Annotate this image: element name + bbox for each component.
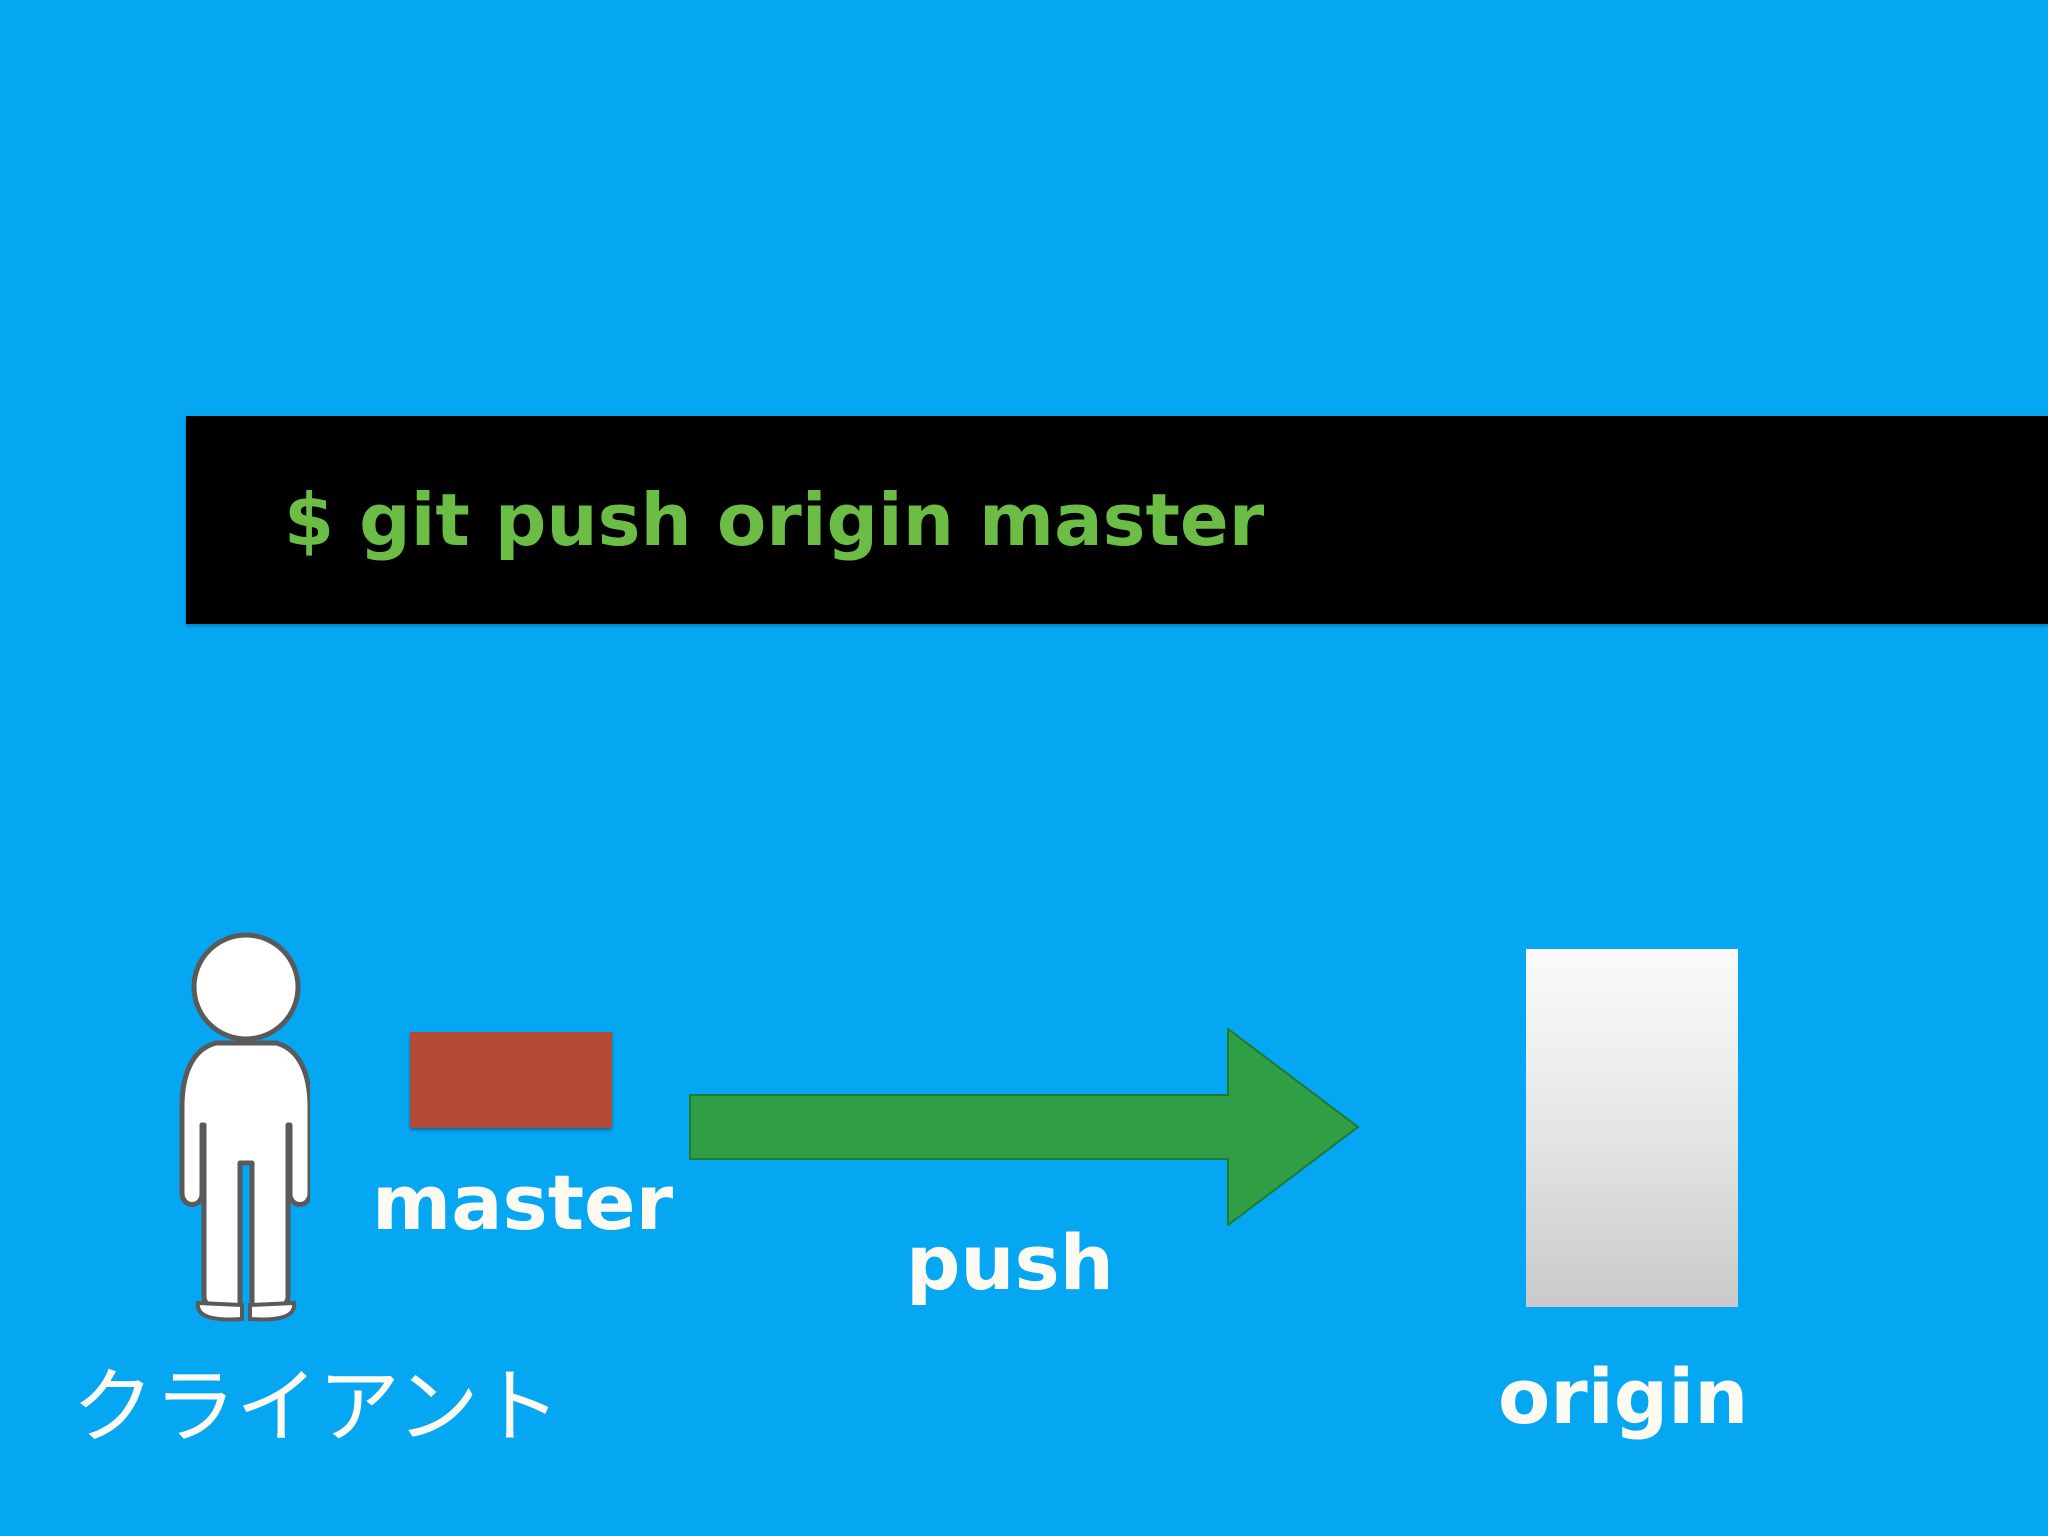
command-bar: $ git push origin master xyxy=(186,416,2048,624)
origin-label: origin xyxy=(1498,1352,1749,1441)
client-label: クライアント xyxy=(72,1360,561,1455)
command-text: $ git push origin master xyxy=(284,478,1265,562)
master-branch-block xyxy=(410,1032,612,1128)
person-figure-icon xyxy=(179,932,310,1322)
push-label: push xyxy=(906,1218,1114,1307)
right-arrow-icon xyxy=(689,1028,1360,1226)
origin-server-block xyxy=(1526,949,1738,1307)
master-branch-label: master xyxy=(372,1158,674,1247)
